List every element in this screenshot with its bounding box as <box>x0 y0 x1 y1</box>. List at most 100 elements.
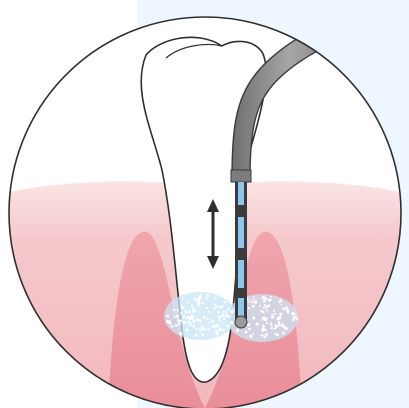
spray-droplet <box>226 315 228 317</box>
spray-droplet <box>175 324 178 327</box>
spray-droplet <box>256 323 259 326</box>
spray-droplet <box>271 315 274 318</box>
spray-droplet <box>282 331 285 334</box>
spray-droplet <box>266 309 268 311</box>
spray-droplet <box>253 296 255 298</box>
spray-droplet <box>183 321 186 324</box>
spray-droplet <box>279 300 282 303</box>
spray-droplet <box>245 331 248 334</box>
spray-droplet <box>192 319 195 322</box>
spray-droplet <box>254 301 257 304</box>
spray-droplet <box>263 317 265 319</box>
spray-droplet <box>221 305 223 307</box>
spray-droplet <box>261 334 264 337</box>
spray-droplet <box>282 323 284 325</box>
spray-droplet <box>203 316 206 319</box>
spray-droplet <box>193 307 195 309</box>
spray-droplet <box>224 301 226 303</box>
spray-droplet <box>206 297 208 299</box>
spray-droplet <box>214 297 216 299</box>
spray-droplet <box>174 316 176 318</box>
spray-droplet <box>196 318 198 320</box>
spray-droplet <box>217 311 220 314</box>
spray-droplet <box>219 315 222 318</box>
spray-droplet <box>286 309 289 312</box>
spray-droplet <box>186 317 189 320</box>
spray-droplet <box>227 308 229 310</box>
spray-droplet <box>223 311 225 313</box>
spray-droplet <box>186 329 189 332</box>
spray-droplet <box>190 305 192 307</box>
spray-droplet <box>231 322 233 324</box>
spray-droplet <box>247 323 250 326</box>
spray-droplet <box>178 322 181 325</box>
spray-droplet <box>223 318 225 320</box>
spray-droplet <box>248 328 251 331</box>
spray-droplet <box>216 332 219 335</box>
spray-droplet <box>270 322 272 324</box>
spray-droplet <box>171 325 174 328</box>
spray-droplet <box>278 321 281 324</box>
spray-droplet <box>217 324 219 326</box>
scaler-tip-ball <box>235 316 247 328</box>
spray-droplet <box>282 307 285 310</box>
spray-droplet <box>228 325 230 327</box>
spray-droplet <box>278 317 281 320</box>
spray-droplet <box>183 306 185 308</box>
spray-droplet <box>261 329 264 332</box>
spray-droplet <box>292 319 294 321</box>
spray-droplet <box>179 320 182 323</box>
spray-droplet <box>214 304 216 306</box>
spray-droplet <box>259 305 261 307</box>
spray-droplet <box>279 313 282 316</box>
spray-droplet <box>274 333 276 335</box>
spray-droplet <box>265 333 268 336</box>
spray-droplet <box>190 317 193 320</box>
spray-droplet <box>219 328 222 331</box>
spray-droplet <box>212 325 215 328</box>
spray-droplet <box>202 334 204 336</box>
spray-droplet <box>186 302 188 304</box>
spray-droplet <box>270 296 272 298</box>
spray-droplet <box>194 298 197 301</box>
spray-droplet <box>268 298 271 301</box>
spray-droplet <box>236 329 239 332</box>
spray-droplet <box>249 335 252 338</box>
spray-droplet <box>273 310 275 312</box>
spray-droplet <box>193 325 196 328</box>
spray-droplet <box>179 332 182 335</box>
spray-droplet <box>184 310 187 313</box>
spray-droplet <box>279 324 281 326</box>
scaler-ferrule <box>231 170 251 182</box>
spray-droplet <box>274 313 276 315</box>
spray-droplet <box>281 304 283 306</box>
spray-droplet <box>266 317 268 319</box>
spray-droplet <box>176 315 179 318</box>
spray-droplet <box>214 307 216 309</box>
spray-droplet <box>274 328 276 330</box>
spray-droplet <box>208 322 210 324</box>
spray-droplet <box>208 311 210 313</box>
spray-droplet <box>212 320 214 322</box>
spray-droplet <box>182 298 184 300</box>
spray-droplet <box>263 300 266 303</box>
spray-droplet <box>199 320 201 322</box>
spray-droplet <box>295 317 298 320</box>
spray-droplet <box>166 315 169 318</box>
spray-droplet <box>248 301 250 303</box>
spray-droplet <box>216 305 218 307</box>
spray-droplet <box>286 328 288 330</box>
spray-droplet <box>233 308 235 310</box>
spray-droplet <box>177 319 179 321</box>
spray-droplet <box>222 315 225 318</box>
spray-droplet <box>215 330 218 333</box>
spray-droplet <box>206 307 208 309</box>
spray-droplet <box>262 311 264 313</box>
spray-droplet <box>264 297 267 300</box>
spray-droplet <box>207 318 209 320</box>
spray-droplet <box>276 325 278 327</box>
spray-droplet <box>231 310 234 313</box>
spray-droplet <box>253 318 255 320</box>
spray-droplet <box>250 300 252 302</box>
